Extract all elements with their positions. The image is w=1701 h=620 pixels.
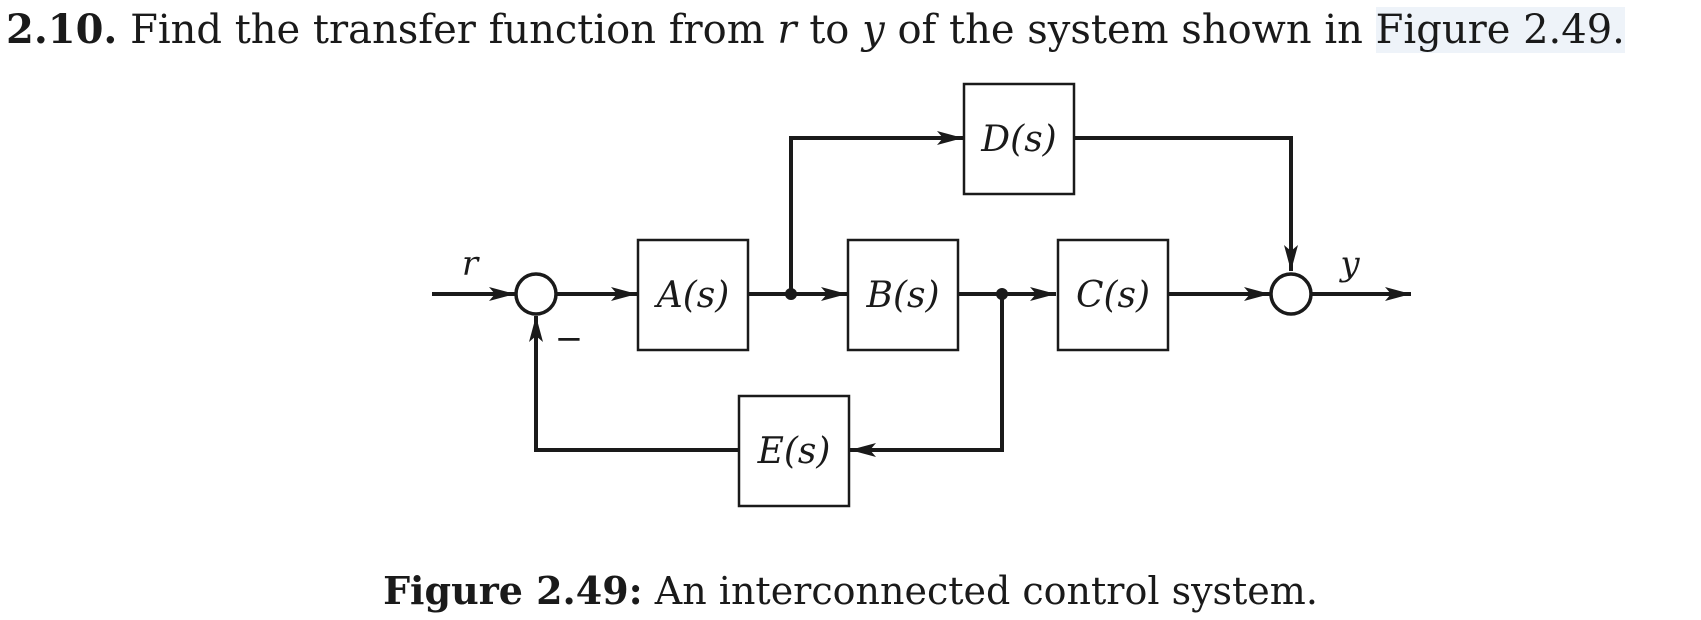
caption-label: Figure 2.49: [383,568,643,613]
block-a-label: A(s) [654,275,730,316]
branch-to-d-arrow [789,131,963,294]
block-d-label: D(s) [980,119,1056,160]
output-signal-label: y [1338,244,1360,284]
block-b-label: B(s) [865,275,939,316]
problem-var-r: r [777,7,797,53]
block-a [636,238,750,352]
problem-statement: 2.10. Find the transfer function from r … [6,4,1625,56]
input-signal-label: r [462,244,480,284]
figure-reference-link[interactable]: Figure 2.49. [1375,7,1625,53]
problem-number: 2.10. [6,6,118,53]
block-d [962,82,1076,196]
caption-text: An interconnected control system. [654,569,1318,613]
block-e-label: E(s) [757,431,831,472]
block-b [846,238,960,352]
summing-junction-input [514,272,558,316]
d-to-sum2-arrow [1074,136,1298,271]
junction-dot-2 [996,288,1008,300]
junction-dot-1 [785,288,797,300]
figure-caption: Figure 2.49: An interconnected control s… [0,568,1701,613]
block-c [1056,238,1170,352]
block-e [737,394,851,508]
problem-text-2: to [809,7,850,53]
e-to-sum1-arrow [529,316,739,452]
feedback-to-e-arrow [850,294,1004,457]
summing-junction-output [1269,272,1313,316]
feedback-minus-sign: − [555,319,584,359]
problem-var-y: y [862,7,885,53]
problem-text-3: of the system shown in [897,7,1363,53]
block-c-label: C(s) [1076,275,1150,316]
problem-text-1: Find the transfer function from [130,7,765,53]
